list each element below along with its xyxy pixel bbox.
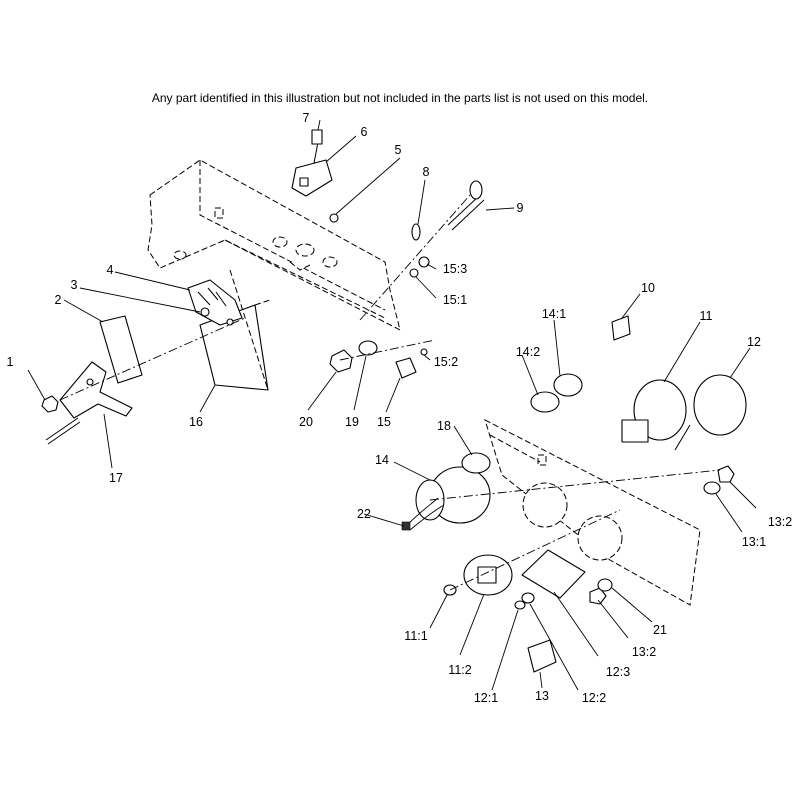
part-8-bushing: [411, 223, 421, 241]
callout-14-1: 14:1: [542, 307, 566, 321]
callout-11-2: 11:2: [448, 663, 471, 677]
part-4-bracket: [187, 279, 243, 326]
gauge-panel: [484, 419, 701, 606]
callout-14: 14: [375, 453, 389, 467]
callout-12-1: 12:1: [474, 691, 498, 705]
callout-15: 15: [377, 415, 391, 429]
part-12-3-bracket: [521, 549, 586, 599]
part-12-1-nut: [514, 600, 526, 610]
part-15-1: [409, 268, 419, 278]
callout-1: 1: [7, 355, 14, 369]
callout-13-2-lower: 13:2: [632, 645, 656, 659]
callout-20: 20: [299, 415, 313, 429]
callout-14-2: 14:2: [516, 345, 540, 359]
part-10-plug: [611, 315, 631, 341]
part-20-nut: [329, 349, 353, 373]
callout-13-1: 13:1: [742, 535, 766, 549]
part-1-nut: [41, 395, 59, 413]
callout-12: 12: [747, 335, 761, 349]
illustration-note: Any part identified in this illustration…: [152, 91, 648, 105]
part-17-lever: [45, 361, 133, 445]
part-13-connector: [527, 639, 557, 673]
callout-2: 2: [55, 293, 62, 307]
part-18-washer: [461, 452, 491, 474]
part-14-1-nut: [553, 373, 583, 397]
part-2-plate: [99, 315, 143, 384]
callout-12-3: 12:3: [606, 665, 630, 679]
callout-15-1: 15:1: [443, 293, 467, 307]
callout-13-2-upper: 13:2: [768, 515, 792, 529]
callout-17: 17: [109, 471, 123, 485]
callout-9: 9: [517, 201, 524, 215]
callout-12-2: 12:2: [582, 691, 606, 705]
part-13-2-nut: [717, 465, 735, 483]
callout-11: 11: [700, 309, 713, 323]
callout-8: 8: [423, 165, 430, 179]
part-21-washer: [597, 578, 613, 592]
callout-5: 5: [395, 143, 402, 157]
upper-bracket: [147, 159, 401, 331]
callout-18: 18: [437, 419, 451, 433]
callout-21: 21: [653, 623, 667, 637]
part-9-plunger: [447, 180, 485, 231]
part-11-2-bezel: [463, 554, 513, 596]
part-6-bracket: [291, 159, 333, 197]
callout-3: 3: [71, 278, 78, 292]
part-13-1-washer: [703, 481, 721, 495]
callout-7: 7: [303, 111, 310, 125]
part-5-nut: [329, 213, 339, 223]
callout-13: 13: [535, 689, 549, 703]
callout-6: 6: [361, 125, 368, 139]
part-14-2-washer: [530, 391, 560, 413]
part-15-2: [420, 348, 428, 356]
part-13-2-lower-nut: [589, 587, 607, 605]
callout-22: 22: [357, 507, 371, 521]
leader-lines: [27, 119, 757, 691]
callout-labels: 1 2 3 4 5 6 7 8 9 10 11 12 13 14 15 16 1…: [7, 111, 793, 705]
part-15-knob: [395, 357, 417, 379]
callout-15-2: 15:2: [434, 355, 458, 369]
part-12-gauge: [674, 374, 747, 451]
callout-10: 10: [641, 281, 655, 295]
part-14-gauge: [415, 466, 491, 524]
part-15-3: [418, 256, 430, 268]
part-11-gauge: [621, 379, 687, 443]
callout-11-1: 11:1: [404, 629, 427, 643]
callout-15-3: 15:3: [443, 262, 467, 276]
callout-16: 16: [189, 415, 203, 429]
part-12-2-washer: [521, 592, 535, 604]
part-19-washer: [358, 340, 378, 356]
callout-4: 4: [107, 263, 114, 277]
callout-19: 19: [345, 415, 359, 429]
